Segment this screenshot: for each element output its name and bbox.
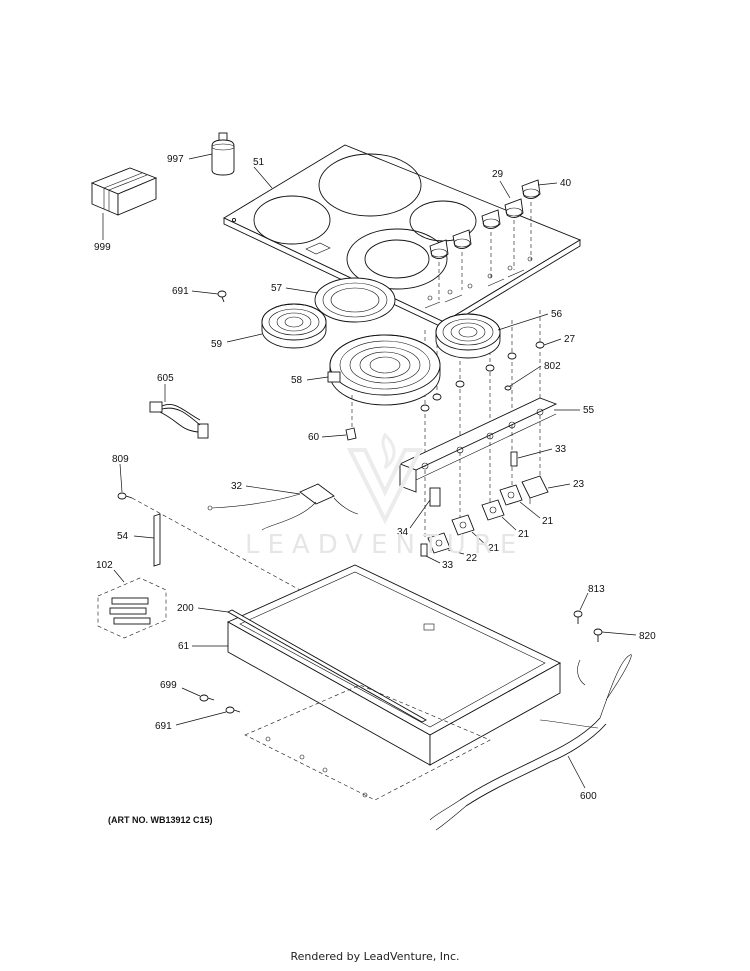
callout-691-bottom: 691 [155,721,172,732]
part-22-infinite-switch[interactable] [427,532,451,554]
callout-33-bottom: 33 [442,560,454,571]
part-820-screw[interactable] [593,628,603,642]
callout-691-top: 691 [172,286,189,297]
part-60-clip[interactable] [345,427,357,441]
part-58-dual-radiant-element[interactable] [327,334,441,406]
callout-57: 57 [271,283,283,294]
callout-999: 999 [94,242,111,253]
part-59-radiant-element[interactable] [261,303,327,349]
callout-809: 809 [112,454,129,465]
callout-54: 54 [117,531,129,542]
callout-605: 605 [157,373,174,384]
part-33-lamp-top[interactable] [510,451,518,467]
callout-813: 813 [588,584,605,595]
footer-credit: Rendered by LeadVenture, Inc. [290,950,460,963]
part-605-wire-harness[interactable] [149,401,209,439]
part-54-bracket[interactable] [153,513,161,567]
part-51-glass-cooktop[interactable] [223,144,582,329]
part-40-knob[interactable] [521,179,541,199]
part-21-infinite-switch-3[interactable] [451,514,475,536]
part-56-radiant-element[interactable] [435,313,501,359]
leader-lines [102,153,637,789]
callout-61: 61 [178,641,190,652]
callout-40: 40 [560,178,572,189]
part-32-wire-assembly[interactable] [207,483,359,531]
part-34-indicator[interactable] [429,487,441,507]
callout-997: 997 [167,154,184,165]
callout-699: 699 [160,680,177,691]
callout-51: 51 [253,157,265,168]
callout-58: 58 [291,375,303,386]
callout-29: 29 [492,169,504,180]
callout-200: 200 [177,603,194,614]
callout-60: 60 [308,432,320,443]
callout-labels: 997 51 29 40 999 691 57 56 27 59 802 605… [94,154,656,825]
callout-55: 55 [583,405,595,416]
part-57-radiant-element[interactable] [314,277,396,323]
callout-23: 23 [573,479,585,490]
callout-59: 59 [211,339,223,350]
part-997-cleaner-bottle[interactable] [211,132,235,176]
part-813-screw[interactable] [573,610,583,624]
callout-56: 56 [551,309,563,320]
part-61-bottom-pan[interactable] [226,564,561,766]
base-plate-outline [244,684,491,801]
callout-102: 102 [96,560,113,571]
part-600-conduit-cable[interactable] [429,654,632,831]
callout-820: 820 [639,631,656,642]
callout-33-top: 33 [555,444,567,455]
part-21-infinite-switch-1[interactable] [499,484,523,506]
callout-22: 22 [466,553,478,564]
leadventure-logo-watermark [346,432,424,525]
callout-34: 34 [397,527,409,538]
part-33-lamp-bottom[interactable] [420,543,428,557]
part-55-control-bracket[interactable] [398,397,558,493]
part-999-box[interactable] [90,167,158,216]
part-691-screw-top[interactable] [217,290,227,303]
part-23-switch[interactable] [521,475,549,504]
callout-32: 32 [231,481,243,492]
part-809-screw[interactable] [117,492,133,500]
part-27-grommets[interactable] [420,341,545,412]
callout-21-a: 21 [542,516,554,527]
callout-600: 600 [580,791,597,802]
part-102-mounting-kit[interactable] [97,577,167,639]
callout-802: 802 [544,361,561,372]
part-200-trim-strip[interactable] [227,609,427,723]
callout-21-b: 21 [518,529,530,540]
callout-21-c: 21 [488,543,500,554]
part-29-knob-group[interactable] [429,198,524,259]
part-691-screw-bottom[interactable] [225,706,241,714]
part-21-infinite-switch-2[interactable] [481,499,505,521]
part-802-screw[interactable] [504,385,512,391]
art-number: (ART NO. WB13912 C15) [108,815,213,825]
watermark-text: LEADVENTURE [245,530,525,560]
part-699-screw[interactable] [199,694,215,702]
callout-27: 27 [564,334,576,345]
